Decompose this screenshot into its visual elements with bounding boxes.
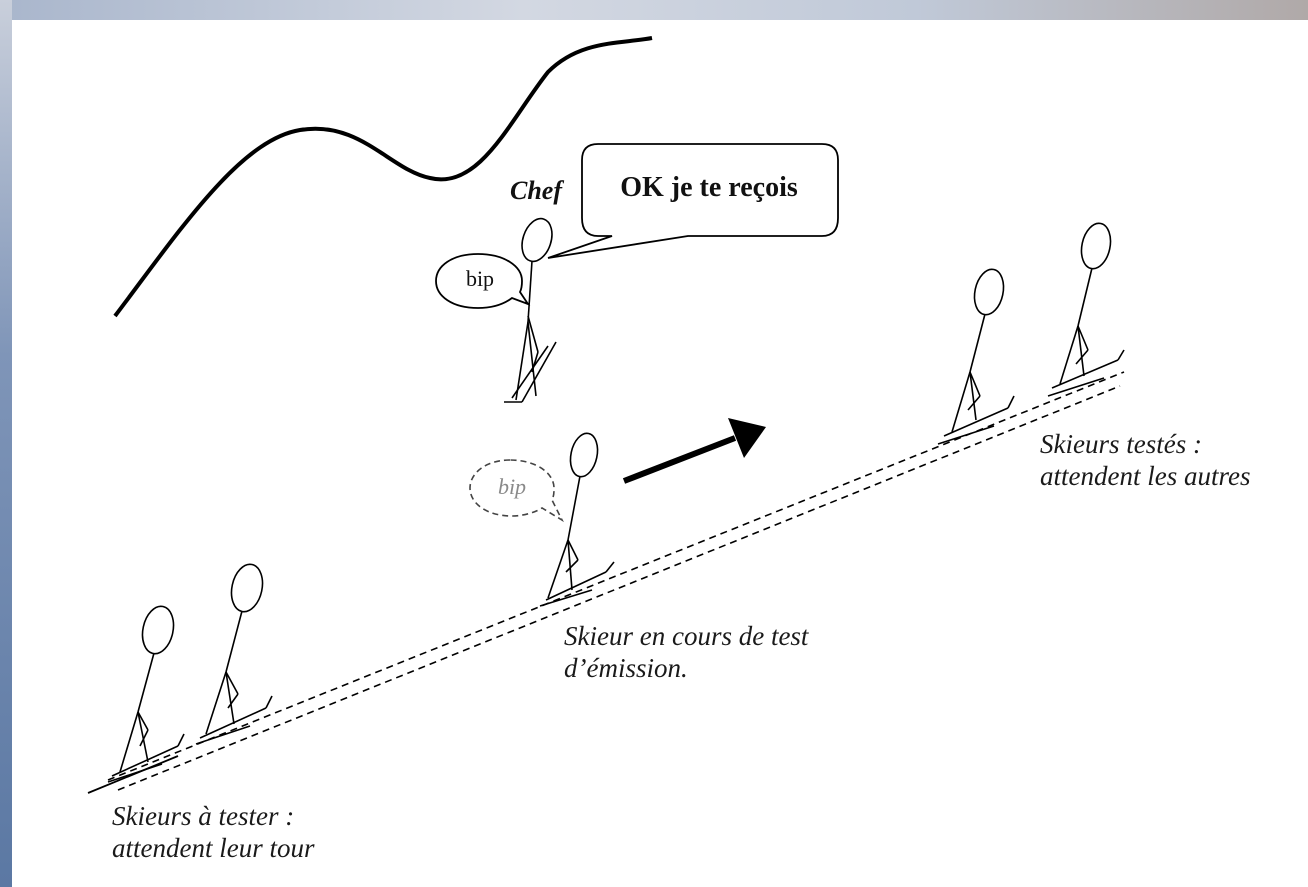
chef-figure bbox=[504, 217, 557, 403]
skier-waiting-figure-1 bbox=[107, 605, 185, 783]
window-frame-left bbox=[0, 0, 12, 887]
skier-waiting-figure-2 bbox=[195, 563, 273, 745]
label-skiers-waiting-line1: Skieurs à tester : bbox=[112, 801, 295, 831]
direction-arrow bbox=[622, 418, 766, 484]
label-skier-testing: Skieur en cours de test d’émission. bbox=[564, 620, 808, 684]
window-frame-top bbox=[0, 0, 1308, 20]
beep-bubble-chef bbox=[435, 253, 531, 309]
label-skiers-tested-line1: Skieurs testés : bbox=[1040, 429, 1202, 459]
label-skier-testing-line2: d’émission. bbox=[564, 653, 688, 683]
label-skier-testing-line1: Skieur en cours de test bbox=[564, 621, 809, 651]
beep-bubble-skier bbox=[469, 459, 564, 523]
speech-bubble-text: OK je te reçois bbox=[620, 172, 798, 203]
label-skiers-tested-line2: attendent les autres bbox=[1040, 461, 1251, 491]
ski-track bbox=[107, 371, 1125, 791]
label-skiers-waiting-line2: attendent leur tour bbox=[112, 833, 315, 863]
label-skiers-waiting: Skieurs à tester : attendent leur tour bbox=[112, 800, 314, 864]
chef-label: Chef bbox=[510, 176, 562, 205]
label-skiers-tested: Skieurs testés : attendent les autres bbox=[1040, 428, 1250, 492]
beep-text-skier: bip bbox=[497, 474, 527, 499]
mountain-ridge bbox=[113, 36, 653, 318]
skier-testing-figure bbox=[539, 432, 615, 607]
beep-text-chef: bip bbox=[465, 266, 495, 291]
skier-tested-figure-2 bbox=[1047, 222, 1125, 397]
skier-tested-figure-1 bbox=[937, 268, 1015, 445]
speech-bubble-shape bbox=[547, 143, 839, 259]
